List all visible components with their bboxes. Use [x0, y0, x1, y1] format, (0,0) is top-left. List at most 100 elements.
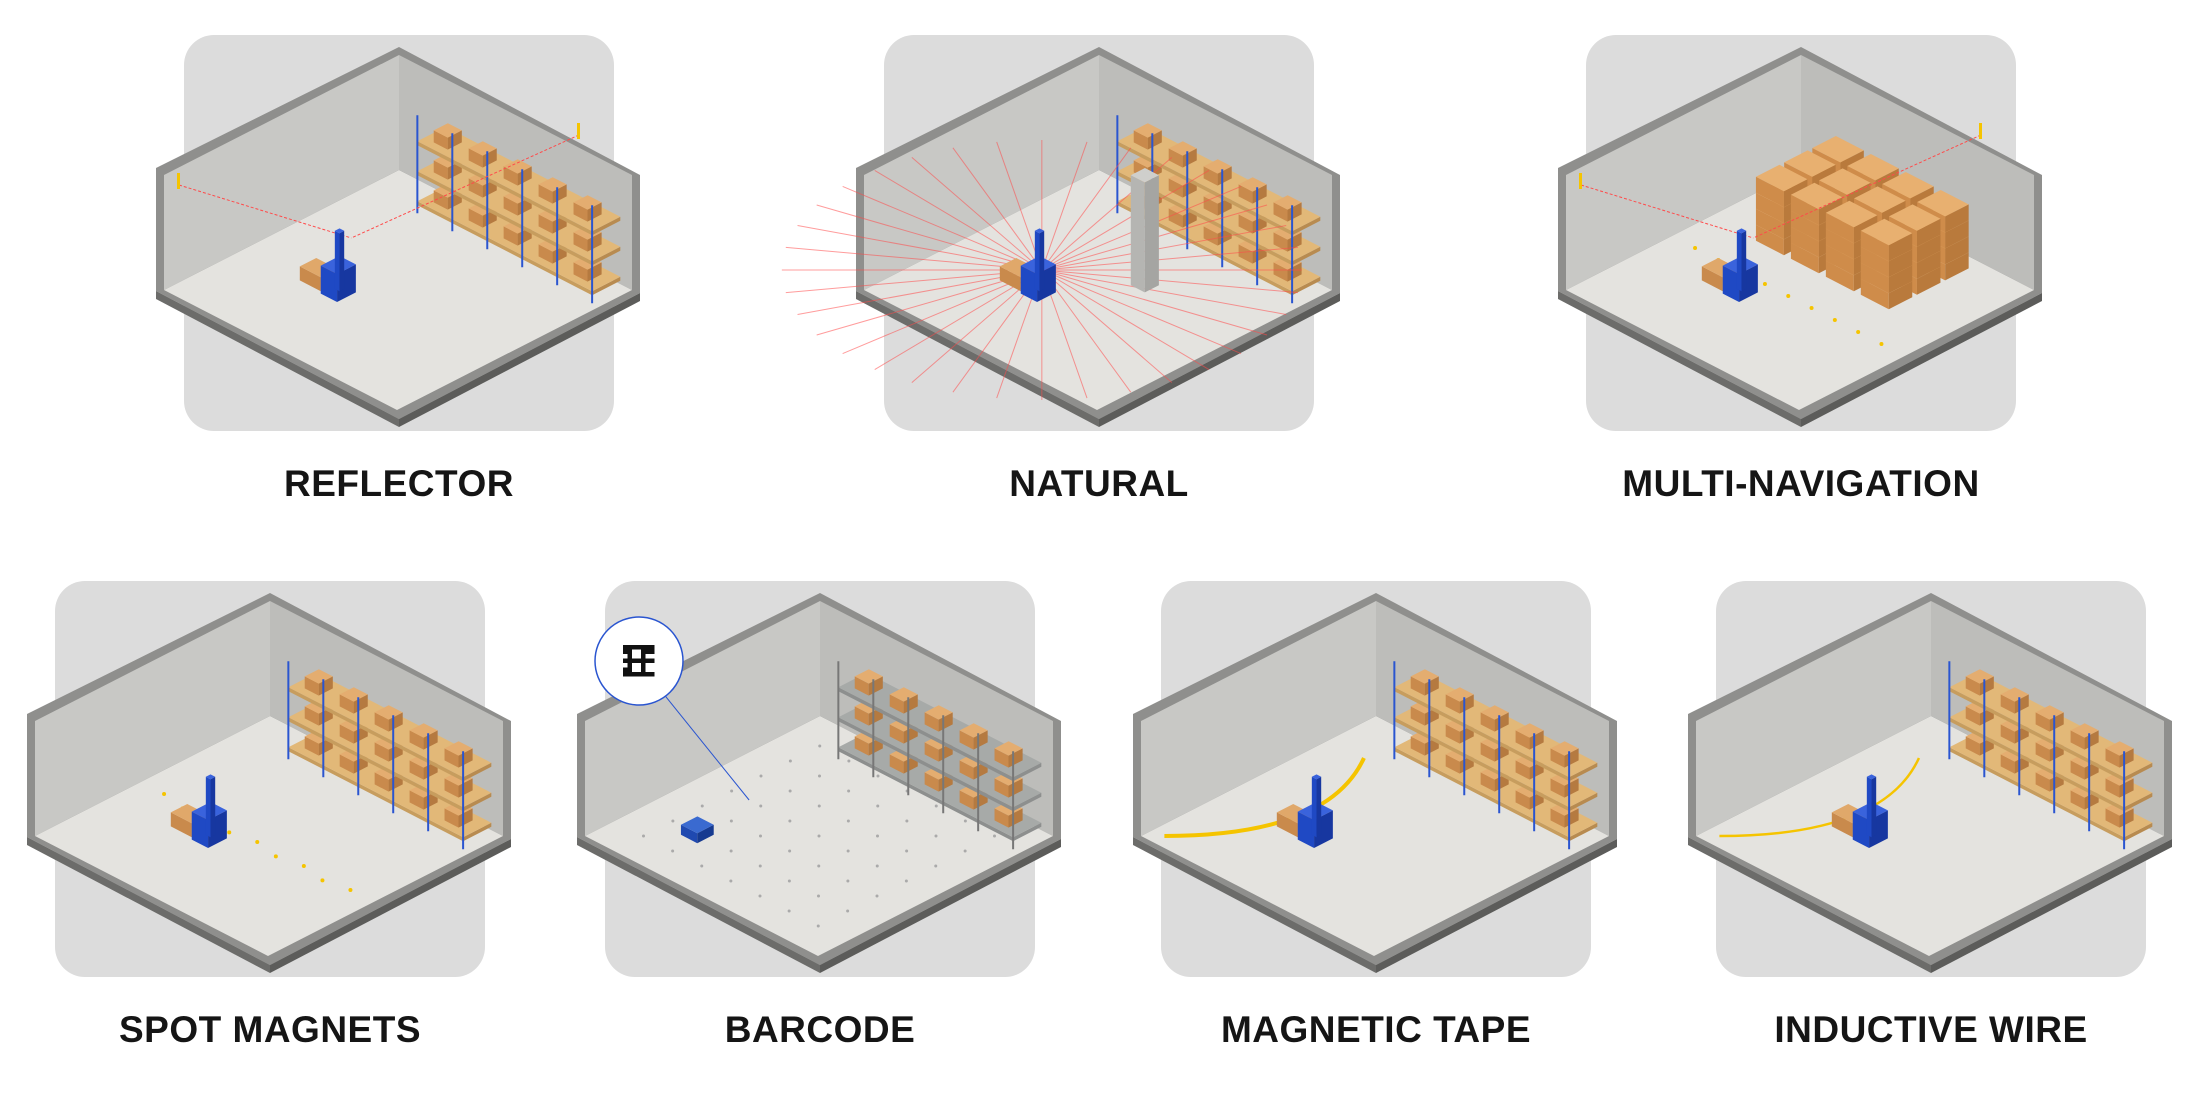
shelf-level-side: [417, 141, 593, 236]
spot-magnet: [301, 864, 306, 868]
box-top: [889, 687, 918, 702]
floor-edge-left: [577, 837, 820, 973]
left-wall: [164, 55, 399, 290]
box-side: [468, 208, 483, 228]
box-stack-front: [1945, 236, 1969, 265]
forklift-mast: [1866, 774, 1877, 838]
shelf-level-side: [1117, 171, 1293, 266]
pallet-load-side: [1831, 812, 1853, 838]
left-wall: [35, 601, 270, 836]
box-top: [1550, 741, 1579, 756]
box-side: [959, 760, 974, 780]
mobile-robot-front: [697, 824, 714, 844]
floor-barcode-dot: [729, 879, 733, 883]
box-side: [433, 190, 448, 210]
box-side: [538, 214, 553, 234]
spot-magnet: [1832, 318, 1837, 322]
box-side: [1168, 178, 1183, 198]
box-side: [433, 130, 448, 150]
floor-barcode-dot: [759, 774, 763, 778]
left-wall: [1566, 55, 1801, 290]
box-front: [388, 712, 403, 732]
box-side: [2000, 754, 2015, 774]
floor-barcode-dot: [788, 759, 792, 763]
reflector-label: REFLECTOR: [284, 463, 514, 504]
shelving-unit: [416, 115, 621, 304]
box-front: [1459, 694, 1474, 714]
floor-barcode-dot: [700, 804, 704, 808]
pillar-front: [1144, 175, 1159, 293]
box-stack-side: [1790, 210, 1819, 242]
shelf-level-side: [1949, 747, 2125, 842]
floor-barcode-dot: [818, 774, 821, 778]
shelf-level-side: [1394, 717, 1570, 812]
box-front: [1182, 148, 1197, 168]
box-side: [959, 790, 974, 810]
box-stack-top: [1812, 136, 1864, 163]
floor-barcode-dot: [787, 879, 791, 883]
tile-reflector: REFLECTOR: [156, 35, 640, 504]
box-top: [374, 705, 403, 720]
forklift-body-side: [1852, 811, 1870, 848]
box-side: [994, 748, 1009, 768]
floor-barcode-dot: [700, 864, 704, 868]
box-top: [433, 123, 462, 138]
box-front: [482, 148, 497, 168]
multi-navigation-label: MULTI-NAVIGATION: [1622, 463, 1980, 504]
box-front: [458, 748, 473, 768]
box-side: [1550, 748, 1565, 768]
floor-barcode-dot: [934, 864, 938, 868]
box: [994, 741, 1023, 768]
box-front: [1008, 748, 1023, 768]
box-side: [503, 166, 518, 186]
box-top: [468, 141, 497, 156]
box-stack-front: [1945, 220, 1969, 249]
floor-barcode-dot: [817, 804, 821, 808]
box-stack-side: [1790, 226, 1819, 258]
box-top: [1168, 141, 1197, 156]
forklift-body-side: [320, 265, 338, 302]
forklift: [1701, 228, 1758, 302]
box: [889, 687, 918, 714]
spot-magnets-illustration: [27, 581, 511, 977]
box-stack-top: [1889, 204, 1941, 231]
shelf-level-front: [1569, 792, 1598, 812]
floor-barcode-dot: [818, 744, 822, 748]
box-stack-front: [1916, 234, 1941, 263]
box-side: [924, 742, 939, 762]
floor-barcode-dot: [847, 759, 851, 763]
box-side: [304, 736, 319, 756]
pallet-load-side: [170, 812, 192, 838]
floor-barcode-dot: [642, 834, 645, 838]
box-front: [2084, 730, 2099, 750]
box-front: [1564, 748, 1579, 768]
shelving-unit: [837, 661, 1042, 850]
multi-navigation-illustration: [1558, 35, 2042, 431]
box-side: [503, 226, 518, 246]
forklift-mast-top: [205, 774, 216, 780]
floor-barcode-dot: [963, 849, 967, 853]
spot-magnet: [1856, 330, 1861, 334]
floor-barcode-dot: [904, 879, 908, 883]
spot-magnet: [255, 840, 260, 844]
box-front: [868, 676, 883, 696]
box: [304, 669, 333, 696]
box-side: [1273, 262, 1288, 282]
box: [1133, 123, 1162, 150]
forklift-mast: [334, 228, 345, 292]
shelf-level-front: [592, 246, 621, 266]
shelving-unit: [1948, 661, 2153, 850]
box-front: [1529, 730, 1544, 750]
forklift-mast-top: [1311, 774, 1322, 780]
shelf-level-side: [288, 747, 464, 842]
box-side: [2035, 772, 2050, 792]
box-side: [1480, 772, 1495, 792]
box-side: [1133, 130, 1148, 150]
room-illustration: [27, 593, 511, 973]
box: [1445, 687, 1474, 714]
inductive-wire-illustration: [1688, 581, 2172, 977]
spot-magnet: [162, 792, 167, 796]
box: [1480, 705, 1509, 732]
box: [339, 687, 368, 714]
floor-edge-right: [1099, 293, 1340, 427]
